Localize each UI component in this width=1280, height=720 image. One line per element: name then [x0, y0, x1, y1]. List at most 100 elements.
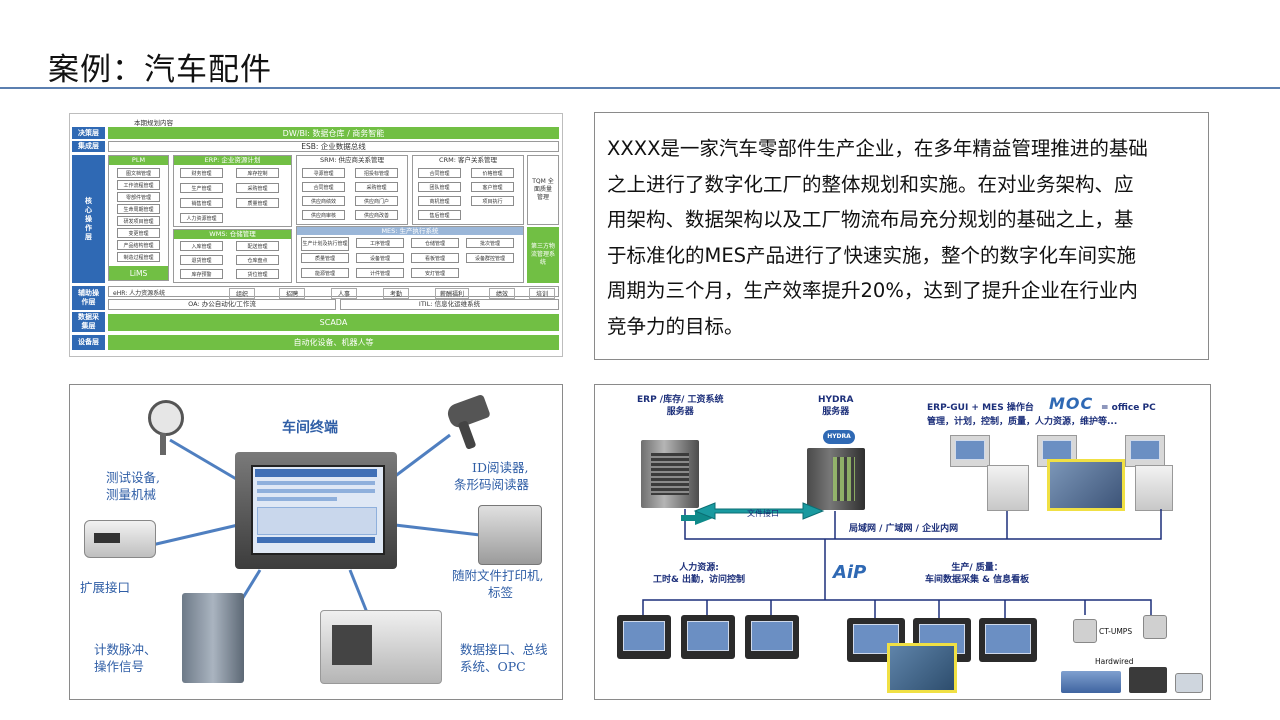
aip-logo: AiP	[833, 562, 867, 583]
terminal-screen	[251, 465, 385, 555]
mes-item: 设备管理	[356, 253, 404, 263]
mes-item: 设备群控管理	[466, 253, 514, 263]
office-pc-icon	[950, 435, 990, 467]
srm-item: 采购管理	[355, 182, 398, 192]
layer-data-collection: 数据采集层	[72, 312, 105, 332]
cnc-machine-icon	[320, 610, 442, 684]
hr-terminal-icon	[745, 615, 799, 659]
mes-title: MES: 生产执行系统	[297, 227, 523, 235]
moc-logo: MOC	[1049, 394, 1094, 413]
ehr-title: eHR: 人力资源系统	[113, 290, 166, 297]
hydra-badge: HYDRA	[823, 430, 855, 444]
layer-integration: 集成层	[72, 141, 105, 152]
architecture-diagram: 本期规划内容 决策层 集成层 核心操作层 辅助操作层 数据采集层 设备层 DW/…	[69, 113, 563, 357]
network-lines	[642, 502, 1162, 620]
production-label: 生产/ 质量： 车间数据采集 & 信息看板	[925, 563, 1030, 585]
printer-icon	[478, 505, 542, 565]
hr-terminal-icon	[681, 615, 735, 659]
label-id-reader: ID阅读器, 条形码阅读器	[454, 460, 530, 492]
case-description: XXXX是一家汽车零部件生产企业，在多年精益管理推进的基础 之上进行了数字化工厂…	[594, 112, 1209, 360]
mes-item: 生产计划及执行管理	[301, 237, 349, 251]
plm-item: 图文档管理	[117, 168, 160, 178]
mes-console-label: ERP-GUI + MES 操作台	[927, 403, 1034, 413]
ehr-item: 绩效	[489, 288, 516, 299]
tqm-box: TQM 全面质量管理	[527, 155, 559, 225]
workshop-terminal-diagram: 车间终端 测试设备, 测量机械 扩展接口 计数脉冲、 操作信号 ID阅读器, 条…	[69, 384, 563, 700]
lan-label: 局域网 / 广域网 / 企业内网	[849, 524, 959, 534]
ehr-item: 薪酬福利	[435, 288, 470, 299]
esb-bar: ESB: 企业数据总线	[108, 141, 559, 152]
erp-item: 质量管理	[236, 198, 279, 208]
description-line: 竞争力的目标。	[607, 314, 744, 338]
mes-item: 仓储管理	[411, 238, 459, 248]
wms-item: 库存预警	[180, 269, 223, 279]
office-pc-label: = office PC	[1101, 403, 1156, 413]
logistics-label: 第三方物流管理系统	[530, 243, 555, 266]
plm-item: 产品结构管理	[117, 240, 160, 250]
erp-item: 财务管理	[180, 168, 223, 178]
ct-umps-sensor-icon	[1073, 619, 1097, 643]
label-extension-port: 扩展接口	[80, 580, 131, 595]
crm-item: 团队管理	[418, 182, 461, 192]
mes-item: 能源管理	[301, 268, 349, 278]
srm-item: 供应商绩效	[302, 196, 345, 206]
press-machine-icon	[182, 593, 244, 683]
mes-item: 批次管理	[466, 238, 514, 248]
crm-title: CRM: 客户关系管理	[439, 156, 497, 164]
mes-item: 看板管理	[411, 253, 459, 263]
ct-umps-label: CT-UMPS	[1099, 627, 1133, 636]
ct-umps-sensor-icon	[1143, 615, 1167, 639]
hr-terminal-icon	[617, 615, 671, 659]
plm-item: 生命周期管理	[117, 204, 160, 214]
crm-item: 合同管理	[418, 168, 461, 178]
erp-item: 生产管理	[180, 183, 223, 193]
srm-title: SRM: 供应商关系管理	[319, 156, 384, 164]
layer-auxiliary: 辅助操作层	[72, 286, 105, 310]
erp-item: 人力资源管理	[180, 213, 223, 223]
crm-item: 商机管理	[418, 196, 461, 206]
tqm-label: TQM 全面质量管理	[532, 178, 554, 201]
ehr-item: 组织	[229, 288, 256, 299]
crm-item: 售后管理	[418, 210, 461, 220]
srm-item: 供应商门户	[355, 196, 398, 206]
wms-item: 货位管理	[236, 269, 279, 279]
plm-item: 变更管理	[117, 228, 160, 238]
srm-item: 招投标管理	[355, 168, 398, 178]
mes-box: MES: 生产执行系统 生产计划及执行管理 工序管理 仓储管理 批次管理 质量管…	[296, 226, 524, 283]
wms-item: 退货管理	[180, 255, 223, 265]
srm-box: SRM: 供应商关系管理 寻源管理 招投标管理 合同管理 采购管理 供应商绩效 …	[296, 155, 408, 225]
logistics-box: 第三方物流管理系统	[527, 227, 559, 283]
wms-item: 配送管理	[236, 241, 279, 251]
wms-item: 仓库盘点	[236, 255, 279, 265]
label-data-interface: 数据接口、总线 系统、OPC	[460, 642, 548, 674]
description-line: 周期为三个月，生产效率提升20%，达到了提升企业在行业内	[607, 279, 1138, 302]
label-test-equipment: 测试设备, 测量机械	[106, 470, 160, 502]
lims-label: LiMS	[109, 266, 168, 280]
erp-title: ERP: 企业资源计划	[174, 156, 291, 165]
srm-item: 合同管理	[302, 182, 345, 192]
terminal-center-label: 车间终端	[282, 420, 338, 436]
oa-bar: OA: 办公自动化/工作流	[108, 299, 336, 310]
ehr-item: 人事	[331, 288, 358, 299]
label-count-pulse: 计数脉冲、 操作信号	[94, 642, 157, 674]
operator-photo	[1047, 459, 1125, 511]
title-divider	[0, 87, 1280, 89]
layer-core: 核心操作层	[72, 155, 105, 283]
scada-bar: SCADA	[108, 314, 559, 331]
mes-item: 工序管理	[356, 238, 404, 248]
production-terminal-icon	[979, 618, 1037, 662]
description-line: 于标准化的MES产品进行了快速实施，整个的数字化车间实施	[607, 243, 1137, 267]
erp-item: 库存控制	[236, 168, 279, 178]
wms-title: WMS: 仓储管理	[174, 230, 291, 239]
erp-item: 销售管理	[180, 198, 223, 208]
robot-arm-icon	[1175, 673, 1203, 693]
machine-tool-icon	[1129, 667, 1167, 693]
description-line: 之上进行了数字化工厂的整体规划和实施。在对业务架构、应	[607, 172, 1134, 196]
srm-item: 供应商审核	[302, 210, 345, 220]
hr-label: 人力资源: 工时& 出勤，访问控制	[653, 563, 745, 585]
mes-item: 计件管理	[356, 268, 404, 278]
layer-device: 设备层	[72, 335, 105, 350]
crm-item: 价格管理	[471, 168, 514, 178]
layer-decision: 决策层	[72, 127, 105, 139]
description-line: XXXX是一家汽车零部件生产企业，在多年精益管理推进的基础	[607, 137, 1148, 160]
